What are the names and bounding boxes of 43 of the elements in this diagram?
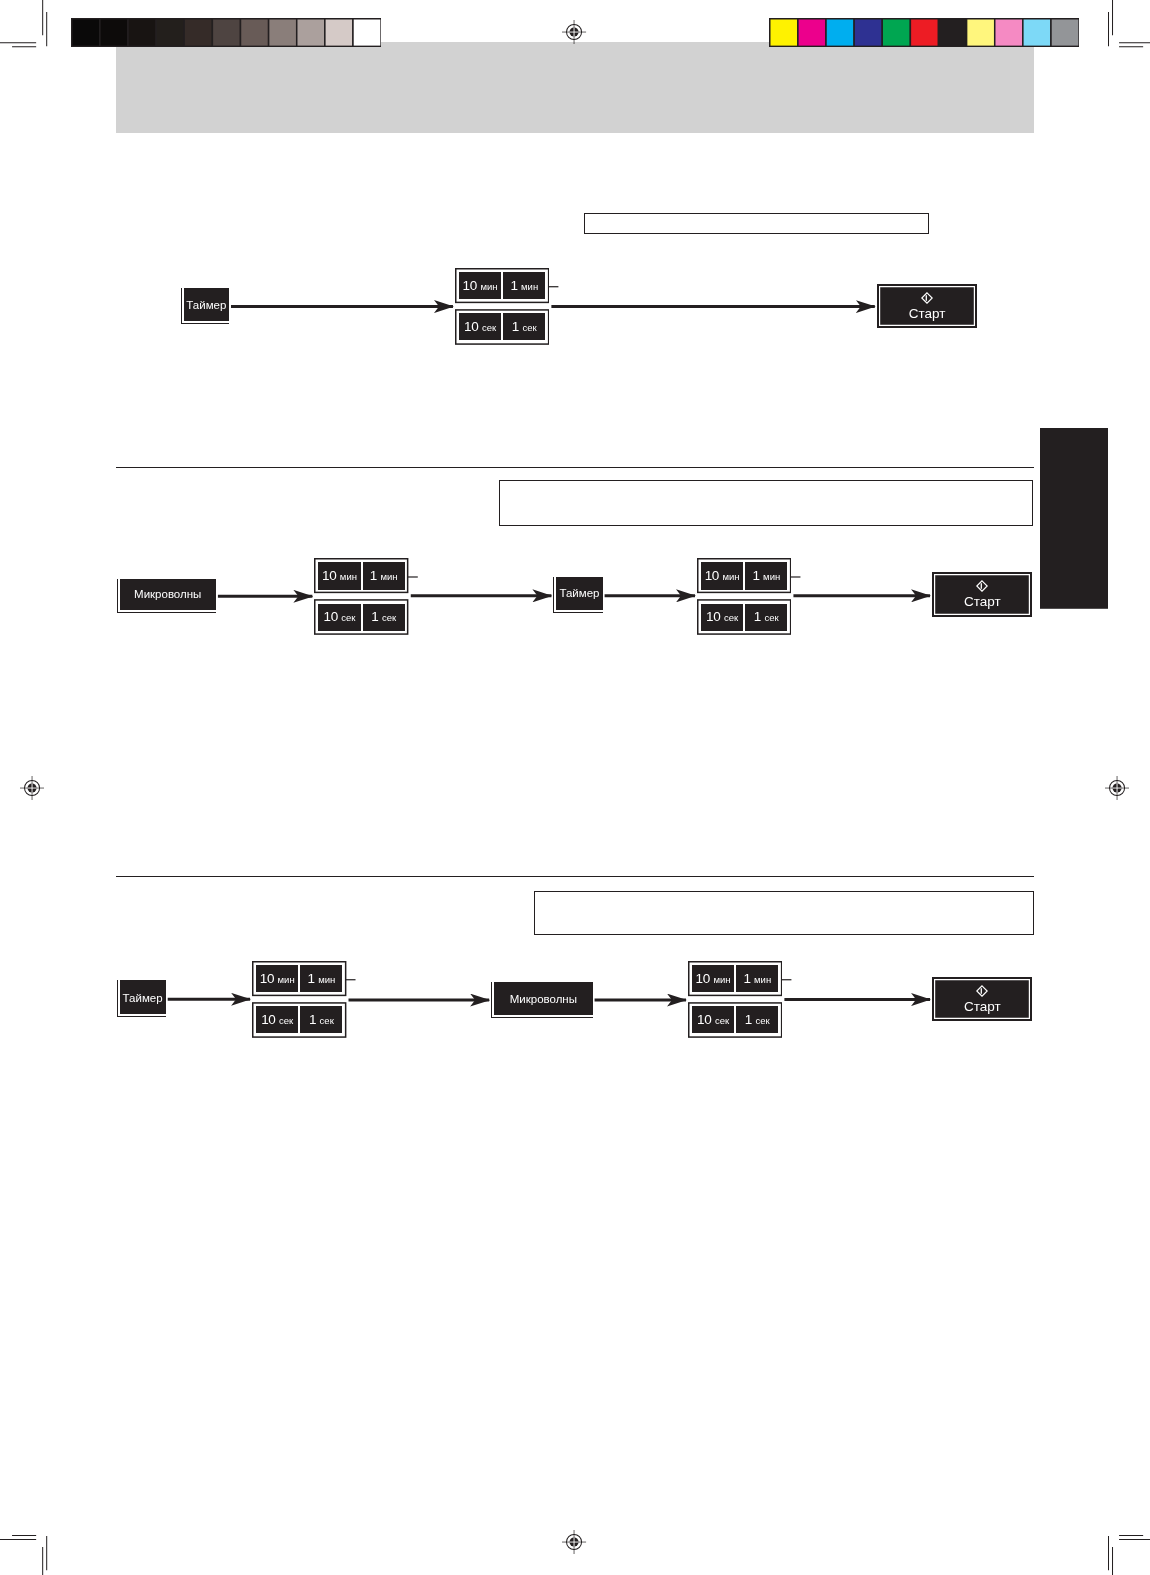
arrow — [784, 993, 932, 1007]
timer-button: Таймер — [180, 288, 229, 325]
time-key: 10 сек — [692, 1006, 735, 1034]
arrow — [167, 992, 252, 1006]
time-keypad — [314, 558, 409, 636]
arrow — [604, 589, 696, 603]
timer-button: Таймер — [553, 576, 603, 613]
arrow — [594, 993, 687, 1007]
time-key: 1 сек — [745, 603, 788, 631]
start-button: Старт — [876, 284, 978, 329]
time-key: 10 сек — [459, 313, 502, 341]
start-button: Старт — [932, 572, 1033, 617]
time-key: 10 мин — [459, 272, 502, 300]
time-keypad — [688, 961, 783, 1039]
time-keypad — [697, 558, 792, 636]
timer-button: Таймер — [116, 980, 166, 1018]
time-key: 10 сек — [318, 603, 361, 631]
arrow — [348, 993, 491, 1007]
time-key: 1 мин — [362, 562, 405, 590]
arrow — [793, 589, 932, 603]
microwave-button: Микроволны — [491, 982, 593, 1019]
time-key: 1 сек — [503, 313, 546, 341]
time-key: 1 мин — [503, 272, 546, 300]
time-key: 1 сек — [736, 1006, 779, 1034]
time-key: 10 сек — [256, 1006, 299, 1034]
time-keypad — [252, 961, 347, 1039]
microwave-button: Микроволны — [116, 578, 216, 613]
arrow — [410, 589, 553, 603]
time-key: 10 сек — [701, 603, 744, 631]
time-key: 10 мин — [701, 562, 744, 590]
time-keypad — [454, 268, 550, 346]
time-key: 10 мин — [318, 562, 361, 590]
start-button: Старт — [932, 977, 1033, 1022]
time-key: 10 мин — [692, 965, 735, 993]
time-key: 1 мин — [300, 965, 343, 993]
time-key: 1 мин — [745, 562, 788, 590]
arrow — [231, 300, 454, 314]
arrow — [551, 300, 876, 314]
time-key: 10 мин — [256, 965, 299, 993]
side-tab — [1039, 427, 1108, 609]
time-key: 1 сек — [300, 1006, 343, 1034]
arrow — [217, 589, 314, 603]
time-key: 1 мин — [736, 965, 779, 993]
